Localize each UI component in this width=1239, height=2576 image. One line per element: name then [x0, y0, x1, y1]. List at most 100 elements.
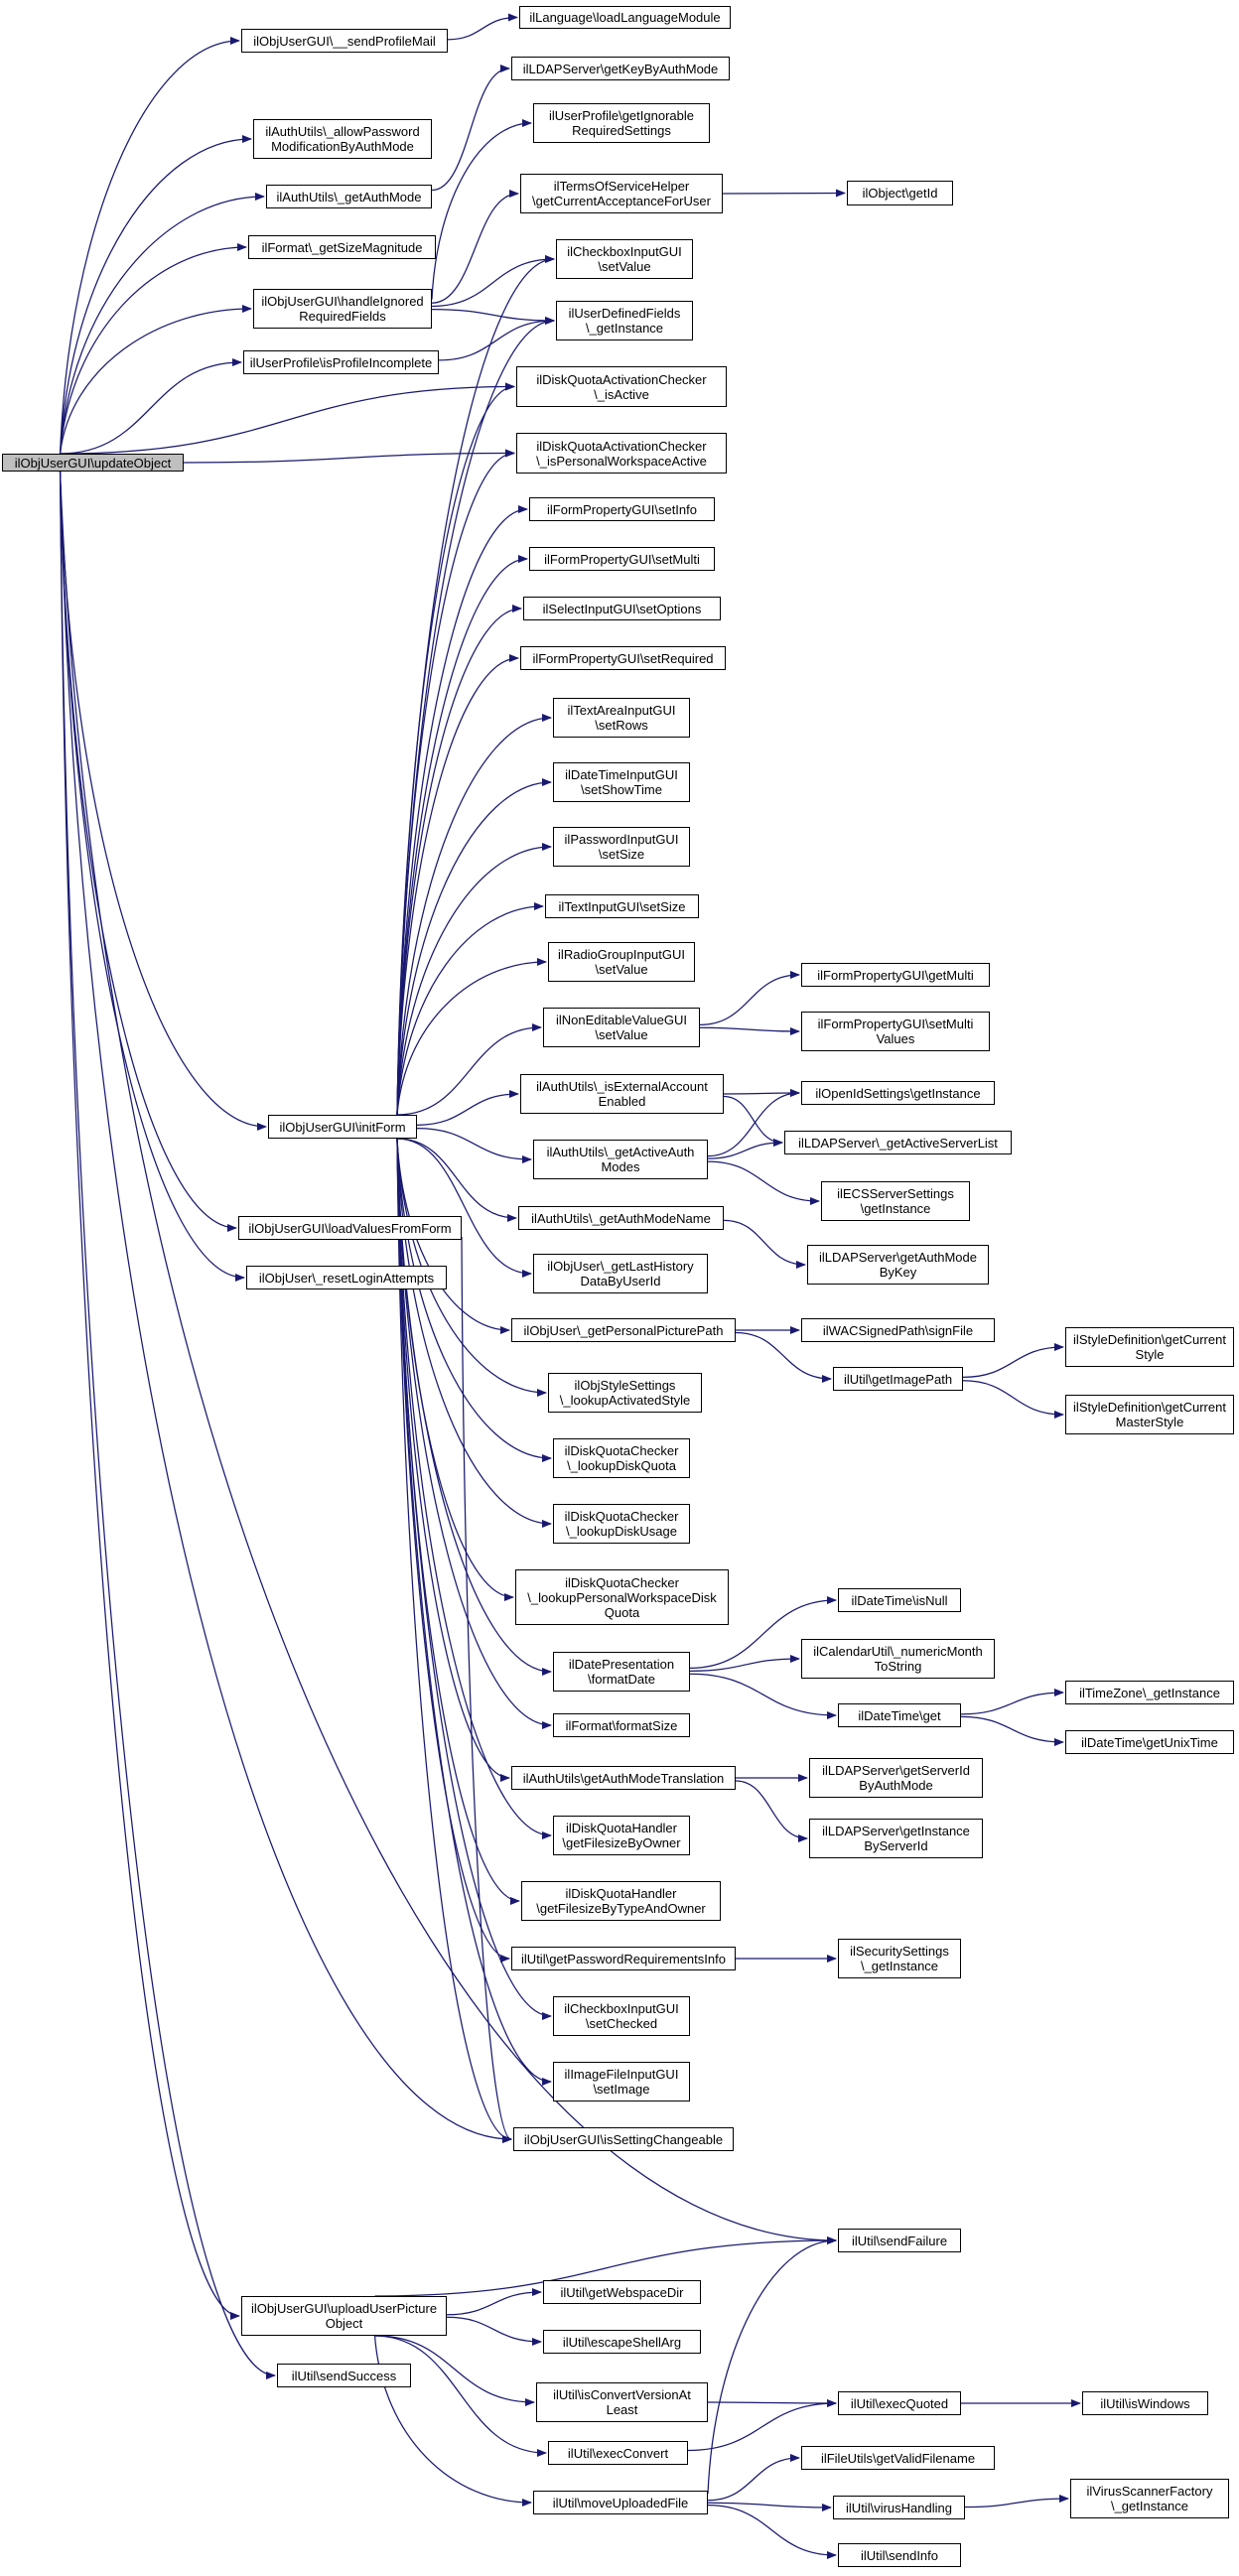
edge-root-to-isSettingChangeable [59, 471, 512, 2143]
node-reset-login[interactable]: ilObjUser\_resetLoginAttempts [246, 1266, 447, 1289]
node-is-ext-account[interactable]: ilAuthUtils\_isExternalAccount Enabled [520, 1074, 724, 1114]
node-is-profile-incomplete[interactable]: ilUserProfile\isProfileIncomplete [243, 350, 439, 374]
edge-root-to-getAuthMode [59, 193, 265, 455]
node-style-cur-style[interactable]: ilStyleDefinition\getCurrent Style [1065, 1327, 1234, 1367]
node-ldap-auth-mode-by-key[interactable]: ilLDAPServer\getAuthMode ByKey [807, 1245, 989, 1285]
node-valid-filename[interactable]: ilFileUtils\getValidFilename [801, 2446, 995, 2470]
node-tz-get-instance[interactable]: ilTimeZone\_getInstance [1065, 1681, 1234, 1704]
node-is-setting-changeable[interactable]: ilObjUserGUI\isSettingChangeable [513, 2127, 734, 2151]
node-get-webspace-dir[interactable]: ilUtil\getWebspaceDir [543, 2280, 701, 2304]
node-cal-num-month[interactable]: ilCalendarUtil\_numericMonth ToString [801, 1639, 995, 1679]
node-tos-helper[interactable]: ilTermsOfServiceHelper \getCurrentAccept… [520, 174, 723, 213]
node-fp-set-multi[interactable]: ilFormPropertyGUI\setMulti [529, 547, 715, 571]
node-dqh-filesize-owner[interactable]: ilDiskQuotaHandler \getFilesizeByOwner [553, 1816, 690, 1855]
node-load-values[interactable]: ilObjUserGUI\loadValuesFromForm [238, 1216, 462, 1240]
node-handle-ignored[interactable]: ilObjUserGUI\handleIgnored RequiredField… [253, 289, 432, 329]
node-last-history[interactable]: ilObjUser\_getLastHistory DataByUserId [533, 1254, 708, 1293]
node-is-windows[interactable]: ilUtil\isWindows [1082, 2391, 1208, 2415]
node-move-uploaded[interactable]: ilUtil\moveUploadedFile [533, 2491, 708, 2514]
node-init-form[interactable]: ilObjUserGUI\initForm [268, 1115, 417, 1139]
node-ta-set-rows[interactable]: ilTextAreaInputGUI \setRows [553, 698, 690, 738]
edge-initForm-to-isSettingChangeable [396, 1138, 512, 2143]
node-style-cur-master[interactable]: ilStyleDefinition\getCurrent MasterStyle [1065, 1395, 1234, 1434]
node-escape-shell-arg[interactable]: ilUtil\escapeShellArg [543, 2330, 701, 2354]
node-upload-picture[interactable]: ilObjUserGUI\uploadUserPicture Object [241, 2296, 447, 2336]
node-ldap-inst-by-id[interactable]: ilLDAPServer\getInstance ByServerId [809, 1819, 983, 1858]
node-wac-sign-file[interactable]: ilWACSignedPath\signFile [801, 1318, 995, 1342]
node-ecs-get-instance[interactable]: ilECSServerSettings \getInstance [821, 1181, 970, 1221]
node-obj-get-id[interactable]: ilObject\getId [847, 181, 953, 205]
node-exec-quoted[interactable]: ilUtil\execQuoted [838, 2391, 961, 2415]
node-pw-req-info[interactable]: ilUtil\getPasswordRequirementsInfo [511, 1947, 736, 1970]
node-get-ignorable[interactable]: ilUserProfile\getIgnorable RequiredSetti… [533, 103, 710, 143]
edge-sendProfileMail-to-loadLanguageModule [447, 13, 518, 41]
edge-initForm-to-selSetOptions [396, 605, 522, 1116]
node-fp-set-info[interactable]: ilFormPropertyGUI\setInfo [529, 497, 715, 521]
node-virus-scanner[interactable]: ilVirusScannerFactory \_getInstance [1070, 2479, 1229, 2518]
node-dq-is-personal-active[interactable]: ilDiskQuotaActivationChecker \_isPersona… [516, 433, 727, 474]
node-dq-is-active[interactable]: ilDiskQuotaActivationChecker \_isActive [516, 366, 727, 407]
edge-initForm-to-lookupStyle [396, 1138, 547, 1397]
node-dt-get[interactable]: ilDateTime\get [838, 1703, 961, 1727]
node-dqh-filesize-type[interactable]: ilDiskQuotaHandler \getFilesizeByTypeAnd… [521, 1881, 721, 1921]
edge-getActiveAuth-to-openIdGetInstance [707, 1089, 800, 1157]
node-cb-set-checked[interactable]: ilCheckboxInputGUI \setChecked [553, 1996, 690, 2036]
node-fp-set-required[interactable]: ilFormPropertyGUI\setRequired [520, 646, 726, 670]
node-get-size-magnitude[interactable]: ilFormat\_getSizeMagnitude [248, 235, 436, 259]
edge-initForm-to-getActiveAuth [416, 1128, 532, 1163]
edge-isProfileIncomplete-to-udfGetInstance [438, 317, 555, 361]
node-cb-set-value[interactable]: ilCheckboxInputGUI \setValue [556, 239, 693, 279]
node-img-set-image[interactable]: ilImageFileInputGUI \setImage [553, 2062, 690, 2101]
node-format-size[interactable]: ilFormat\formatSize [553, 1713, 690, 1737]
edge-isExtAccount-to-ldapActiveList [723, 1095, 783, 1147]
edge-uploadPicture-to-sendFailure [374, 2237, 837, 2297]
node-allow-pwd-mod[interactable]: ilAuthUtils\_allowPassword ModificationB… [253, 119, 432, 159]
node-ne-set-value[interactable]: ilNonEditableValueGUI \setValue [543, 1008, 700, 1047]
edge-uploadPicture-to-getWebspaceDir [446, 2288, 542, 2316]
node-fp-set-multi-values[interactable]: ilFormPropertyGUI\setMulti Values [801, 1012, 990, 1051]
edge-root-to-sendFailure [59, 471, 837, 2244]
node-send-profile-mail[interactable]: ilObjUserGUI\__sendProfileMail [241, 29, 448, 53]
node-personal-pic-path[interactable]: ilObjUser\_getPersonalPicturePath [511, 1318, 736, 1342]
edge-root-to-dqIsActive [60, 382, 515, 455]
node-load-language-module[interactable]: ilLanguage\loadLanguageModule [519, 6, 731, 29]
node-get-key-by-auth-mode[interactable]: ilLDAPServer\getKeyByAuthMode [511, 57, 730, 80]
node-get-auth-mode[interactable]: ilAuthUtils\_getAuthMode [266, 185, 432, 208]
node-fp-get-multi[interactable]: ilFormPropertyGUI\getMulti [801, 963, 990, 987]
edge-initForm-to-fpSetMulti [396, 555, 528, 1116]
node-send-success[interactable]: ilUtil\sendSuccess [277, 2364, 411, 2387]
node-dt-is-null[interactable]: ilDateTime\isNull [838, 1588, 961, 1612]
node-dt-set-show-time[interactable]: ilDateTimeInputGUI \setShowTime [553, 762, 690, 802]
edge-root-to-resetLogin [59, 471, 245, 1282]
node-lookup-pers-ws[interactable]: ilDiskQuotaChecker \_lookupPersonalWorks… [515, 1569, 729, 1625]
node-exec-convert[interactable]: ilUtil\execConvert [548, 2441, 688, 2465]
node-radio-set-value[interactable]: ilRadioGroupInputGUI \setValue [548, 942, 695, 982]
node-dt-get-unix[interactable]: ilDateTime\getUnixTime [1065, 1730, 1234, 1754]
node-ldap-server-id-by-auth[interactable]: ilLDAPServer\getServerId ByAuthMode [809, 1758, 983, 1798]
node-get-auth-mode-name[interactable]: ilAuthUtils\_getAuthModeName [518, 1206, 724, 1230]
edge-initForm-to-txtSetSize [396, 902, 544, 1116]
node-get-active-auth[interactable]: ilAuthUtils\_getActiveAuth Modes [533, 1140, 708, 1179]
node-send-info[interactable]: ilUtil\sendInfo [838, 2543, 961, 2567]
node-ldap-active-list[interactable]: ilLDAPServer\_getActiveServerList [784, 1131, 1012, 1154]
node-send-failure[interactable]: ilUtil\sendFailure [838, 2229, 961, 2252]
edge-moveUploaded-to-sendInfo [707, 2505, 837, 2559]
node-pw-set-size[interactable]: ilPasswordInputGUI \setSize [553, 827, 690, 867]
node-sec-get-instance[interactable]: ilSecuritySettings \_getInstance [838, 1939, 961, 1978]
node-is-convert-version[interactable]: ilUtil\isConvertVersionAt Least [536, 2382, 708, 2422]
node-sel-set-options[interactable]: ilSelectInputGUI\setOptions [523, 597, 721, 620]
node-format-date[interactable]: ilDatePresentation \formatDate [553, 1652, 690, 1692]
node-auth-mode-trans[interactable]: ilAuthUtils\getAuthModeTranslation [511, 1766, 736, 1790]
edge-initForm-to-formatDate [396, 1138, 552, 1676]
node-lookup-disk-usage[interactable]: ilDiskQuotaChecker \_lookupDiskUsage [553, 1504, 690, 1544]
node-virus-handling[interactable]: ilUtil\virusHandling [833, 2496, 965, 2519]
node-lookup-disk-quota[interactable]: ilDiskQuotaChecker \_lookupDiskQuota [553, 1438, 690, 1478]
node-udf-get-instance[interactable]: ilUserDefinedFields \_getInstance [556, 301, 693, 340]
node-lookup-style[interactable]: ilObjStyleSettings \_lookupActivatedStyl… [548, 1373, 702, 1413]
node-open-id-get-instance[interactable]: ilOpenIdSettings\getInstance [801, 1081, 995, 1105]
node-txt-set-size[interactable]: ilTextInputGUI\setSize [545, 894, 699, 918]
edge-root-to-getSizeMagnitude [59, 243, 247, 455]
edge-initForm-to-getAuthModeName [396, 1138, 517, 1222]
edge-initForm-to-taSetRows [396, 714, 552, 1116]
node-get-image-path[interactable]: ilUtil\getImagePath [833, 1367, 963, 1391]
